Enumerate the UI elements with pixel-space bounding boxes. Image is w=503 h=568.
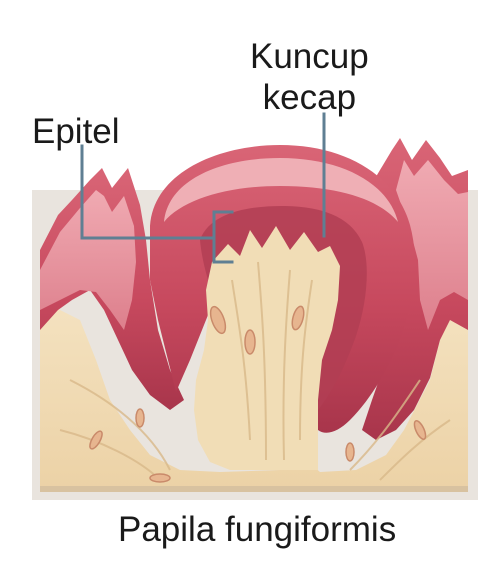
connective-tissue-base [40,280,468,490]
taste-bud-label: Kuncup kecap [250,36,369,119]
epitel-label: Epitel [32,112,120,151]
taste-bud-label-line1: Kuncup [250,37,369,76]
taste-bud-label-line2: kecap [262,78,357,118]
leader-lines [80,112,326,264]
base-bottom-edge [40,486,468,492]
papilla-connective-core [194,226,340,470]
figure-caption: Papila fungiformis [118,510,397,549]
papilla-dome-highlight [164,158,398,222]
right-fold-inner [396,160,468,330]
left-fold-inner [40,190,136,330]
vessel-ovals [89,305,427,483]
epitel-leader-line [80,144,210,240]
connective-fibers [59,261,451,481]
